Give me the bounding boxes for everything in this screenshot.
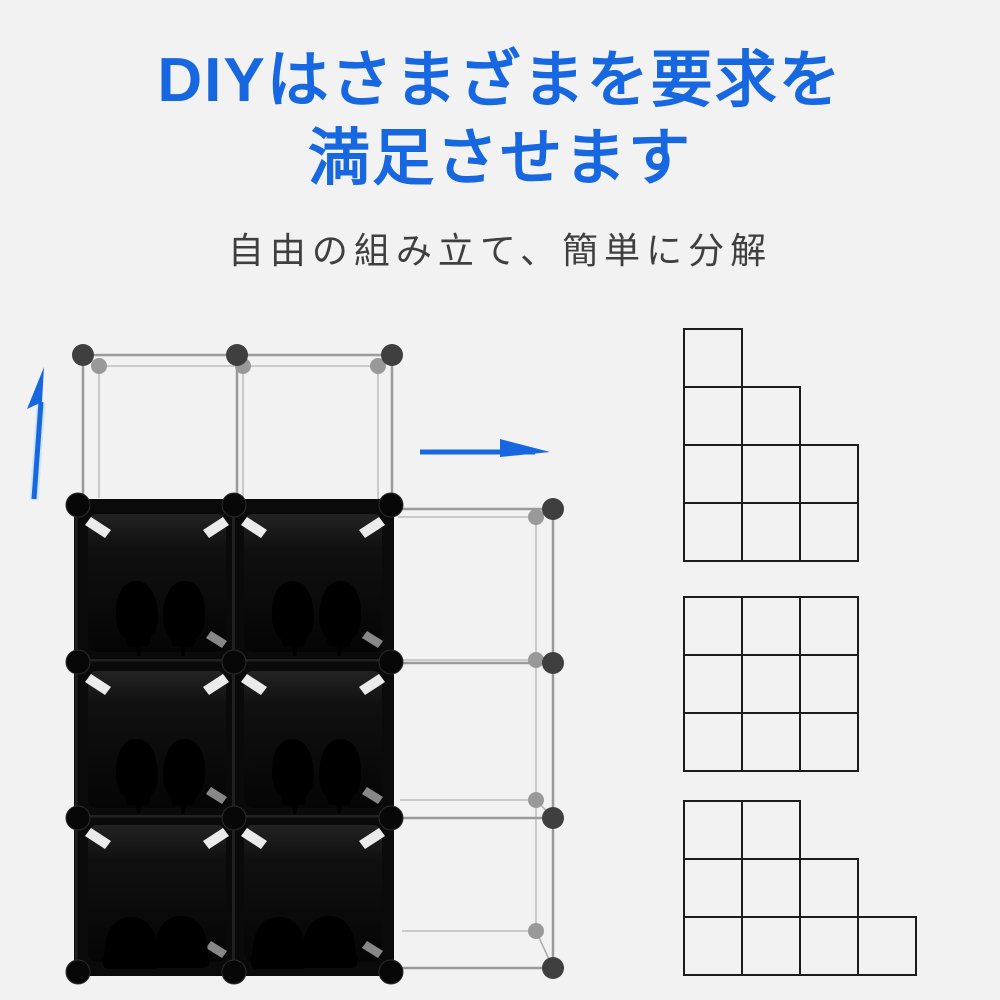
page-subtitle: 自由の組み立て、簡単に分解 bbox=[227, 230, 773, 271]
cube-diagram-grid-3x3 bbox=[683, 596, 859, 772]
up-arrow-icon bbox=[27, 367, 46, 501]
cube-diagram-staircase-a bbox=[683, 328, 859, 562]
cube-diagram-cell bbox=[683, 596, 743, 656]
shoe-rack bbox=[65, 492, 404, 985]
rack-connector-balls bbox=[65, 492, 404, 985]
wireframe-top-cubes bbox=[72, 344, 403, 505]
cube-diagram-cell bbox=[799, 654, 859, 714]
cube-diagram-cell bbox=[683, 328, 743, 388]
connector-ball bbox=[91, 358, 107, 374]
cube-diagram-cell bbox=[683, 654, 743, 714]
wireframe-side-cubes bbox=[393, 498, 564, 979]
cube-diagram-cell bbox=[857, 916, 917, 976]
cube-diagram-cell bbox=[741, 502, 801, 562]
cube-diagram-cell bbox=[799, 712, 859, 772]
cube-diagram-cell bbox=[683, 916, 743, 976]
cube-cell bbox=[244, 671, 382, 808]
cube-diagram-cell bbox=[683, 502, 743, 562]
connector-ball bbox=[72, 344, 94, 366]
cube-diagram-cell bbox=[683, 800, 743, 860]
cube-diagram-cell bbox=[799, 444, 859, 504]
cube-diagram-cell bbox=[741, 858, 801, 918]
cube-diagram-cell bbox=[741, 444, 801, 504]
connector-ball bbox=[528, 652, 544, 668]
cube-cell bbox=[244, 514, 382, 652]
cube-diagram-cell bbox=[683, 712, 743, 772]
connector-ball bbox=[381, 344, 403, 366]
cube-diagram-cell bbox=[799, 858, 859, 918]
connector-ball bbox=[542, 807, 564, 829]
cube-diagram-cell bbox=[799, 916, 859, 976]
connector-ball bbox=[528, 923, 544, 939]
cube-diagram-staircase-b bbox=[683, 800, 917, 976]
cube-diagram-cell bbox=[683, 386, 743, 446]
connector-ball bbox=[528, 509, 544, 525]
connector-ball bbox=[370, 358, 386, 374]
cube-diagram-cell bbox=[741, 712, 801, 772]
cube-diagram-cell bbox=[683, 858, 743, 918]
connector-ball bbox=[542, 652, 564, 674]
cube-diagram-cell bbox=[799, 596, 859, 656]
cube-diagram-cell bbox=[741, 596, 801, 656]
page-title: DIYはさまざまを要求を 満足させます bbox=[0, 42, 1000, 198]
connector-ball bbox=[542, 957, 564, 979]
title-line-2: 満足させます bbox=[307, 124, 692, 193]
cube-cell bbox=[88, 514, 226, 652]
cube-diagram-cell bbox=[741, 654, 801, 714]
connector-ball bbox=[226, 344, 248, 366]
cube-diagram-cell bbox=[799, 502, 859, 562]
corner-highlights bbox=[85, 517, 385, 958]
connector-ball bbox=[528, 792, 544, 808]
cube-diagram-cell bbox=[741, 386, 801, 446]
connector-ball bbox=[542, 498, 564, 520]
cube-diagram-cell bbox=[741, 916, 801, 976]
right-arrow-icon bbox=[420, 439, 550, 457]
title-line-1: DIYはさまざまを要求を bbox=[157, 46, 843, 115]
cube-diagram-cell bbox=[683, 444, 743, 504]
cube-cell bbox=[88, 671, 226, 808]
cube-diagram-cell bbox=[741, 800, 801, 860]
